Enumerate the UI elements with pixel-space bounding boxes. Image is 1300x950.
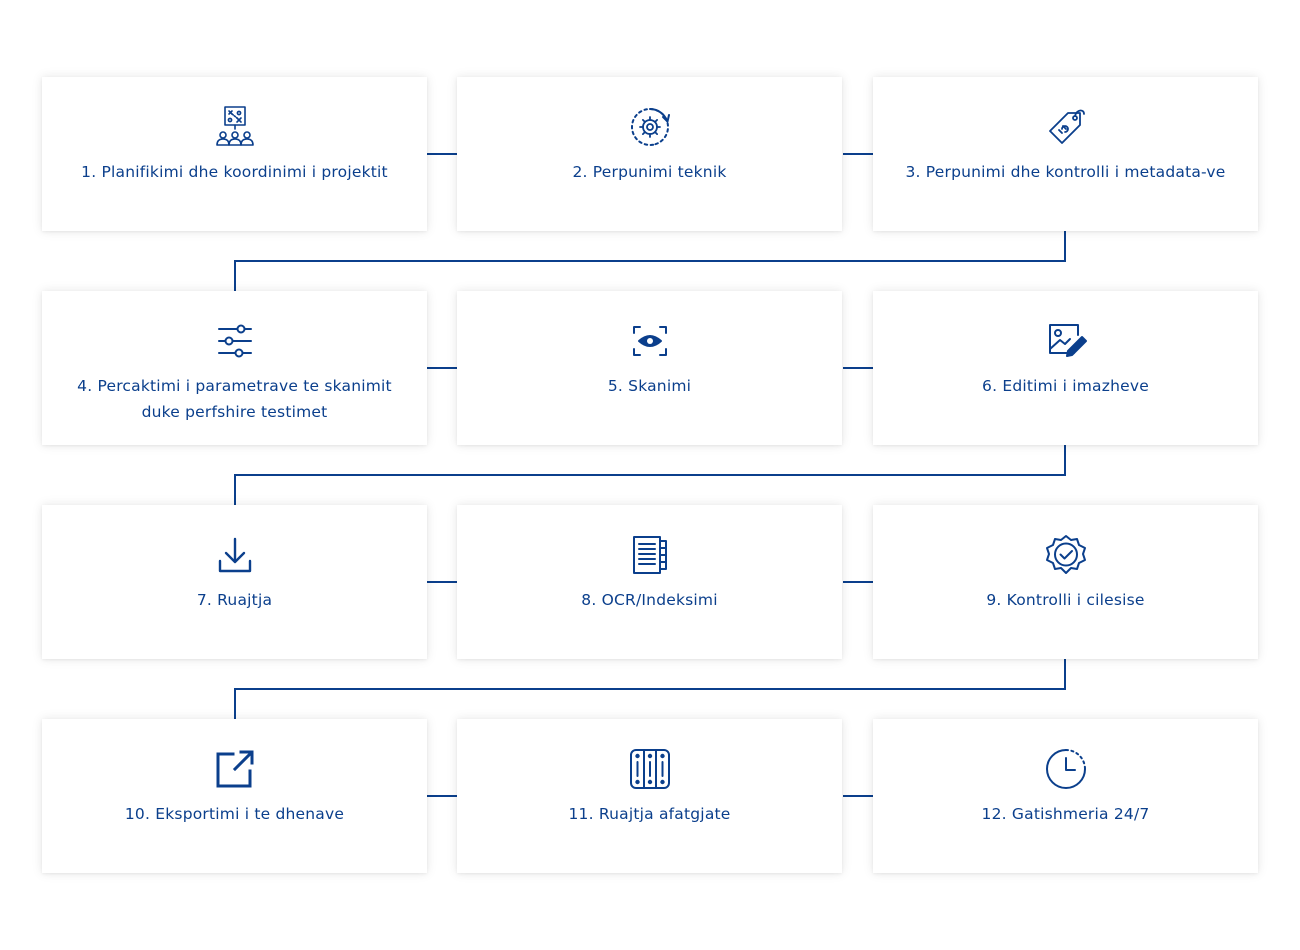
step-card-4: 4. Percaktimi i parametrave te skanimit … (42, 291, 427, 445)
step-card-12: 12. Gatishmeria 24/7 (873, 719, 1258, 873)
archive-icon (628, 747, 672, 791)
step-label: 7. Ruajtja (196, 591, 273, 609)
download-icon (213, 533, 257, 577)
step-label: 12. Gatishmeria 24/7 (981, 805, 1150, 823)
step-card-1: 1. Planifikimi dhe koordinimi i projekti… (42, 77, 427, 231)
step-card-11: 11. Ruajtja afatgjate (457, 719, 842, 873)
gear-cycle-icon (628, 105, 672, 149)
step-label: 8. OCR/Indeksimi (581, 591, 718, 609)
step-label: 5. Skanimi (607, 377, 692, 395)
step-label: 9. Kontrolli i cilesise (986, 591, 1145, 609)
team-planning-icon (213, 105, 257, 149)
connector-6-7 (234, 445, 1066, 505)
quality-badge-icon (1044, 533, 1088, 577)
connector-3-4 (234, 231, 1066, 291)
step-label: 11. Ruajtja afatgjate (568, 805, 731, 823)
step-label: 4. Percaktimi i parametrave te skanimit … (77, 377, 392, 421)
step-label: 3. Perpunimi dhe kontrolli i metadata-ve (905, 163, 1226, 181)
step-card-7: 7. Ruajtja (42, 505, 427, 659)
clock-icon (1044, 747, 1088, 791)
step-card-5: 5. Skanimi (457, 291, 842, 445)
step-card-9: 9. Kontrolli i cilesise (873, 505, 1258, 659)
document-index-icon (628, 533, 672, 577)
step-card-10: 10. Eksportimi i te dhenave (42, 719, 427, 873)
export-icon (213, 747, 257, 791)
step-label: 1. Planifikimi dhe koordinimi i projekti… (81, 163, 388, 181)
image-edit-icon (1044, 319, 1088, 363)
tag-icon (1044, 105, 1088, 149)
step-label: 2. Perpunimi teknik (572, 163, 727, 181)
step-card-2: 2. Perpunimi teknik (457, 77, 842, 231)
step-label: 6. Editimi i imazheve (982, 377, 1149, 395)
step-card-3: 3. Perpunimi dhe kontrolli i metadata-ve (873, 77, 1258, 231)
step-card-6: 6. Editimi i imazheve (873, 291, 1258, 445)
sliders-icon (213, 319, 257, 363)
step-label: 10. Eksportimi i te dhenave (124, 805, 345, 823)
connector-9-10 (234, 659, 1066, 719)
eye-scan-icon (628, 319, 672, 363)
step-card-8: 8. OCR/Indeksimi (457, 505, 842, 659)
